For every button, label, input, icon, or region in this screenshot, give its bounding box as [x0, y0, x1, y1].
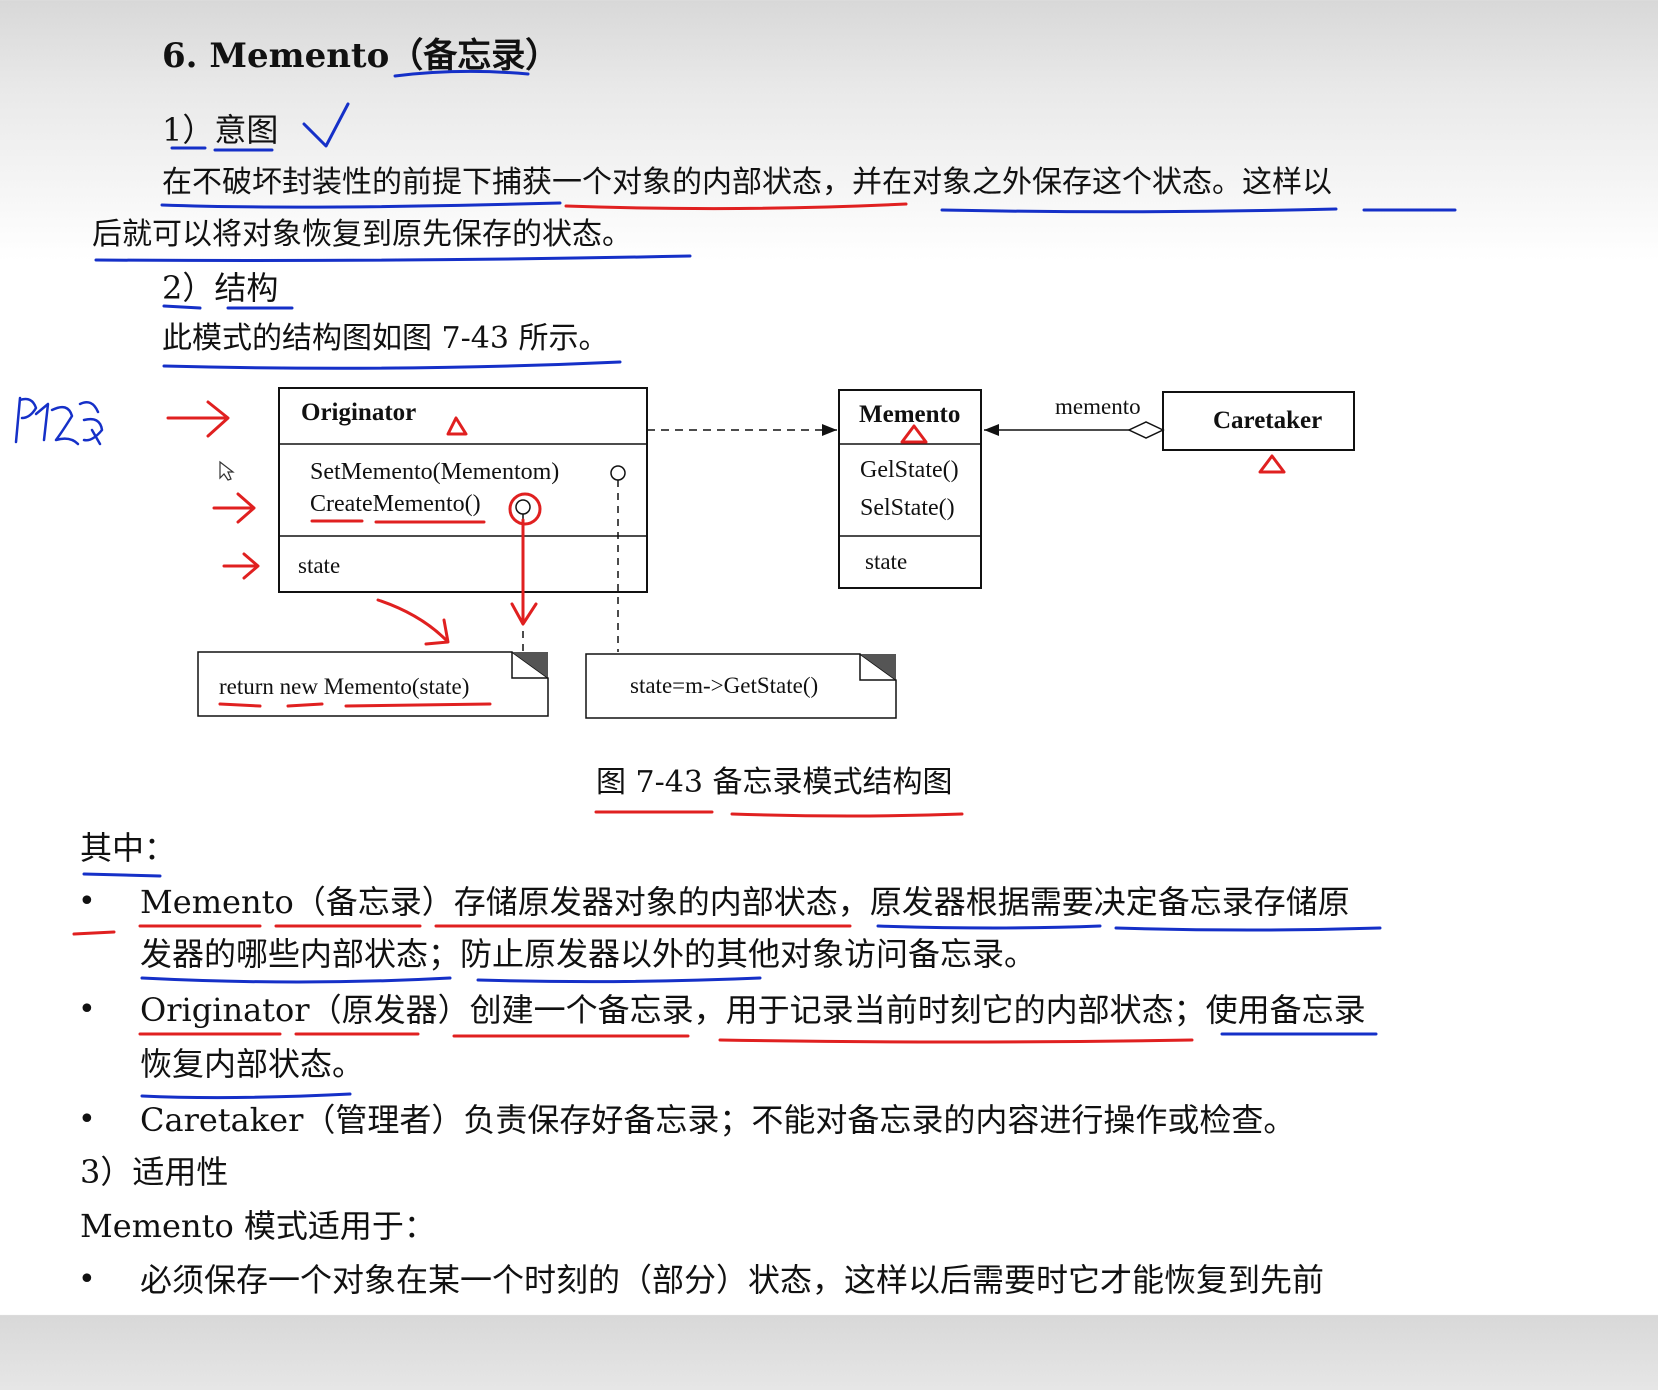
originator-op-setmemento: SetMemento(Mementom)	[310, 459, 559, 485]
originator-op-creatememento: CreateMemento()	[310, 491, 481, 517]
applicability-label: 3）适用性	[80, 1153, 229, 1191]
participant-memento-line2: 发器的哪些内部状态；防止原发器以外的其他对象访问备忘录。	[140, 935, 1037, 973]
originator-name: Originator	[301, 399, 416, 426]
note-return-text: return new Memento(state)	[219, 674, 469, 699]
bullet: •	[78, 1262, 96, 1297]
memento-class: Memento GelState() SelState() state	[838, 389, 982, 589]
structure-intro: 此模式的结构图如图 7-43 所示。	[162, 321, 609, 356]
participant-caretaker-line1: Caretaker（管理者）负责保存好备忘录；不能对备忘录的内容进行操作或检查。	[140, 1101, 1296, 1139]
note-set-state: state=m->GetState()	[585, 653, 897, 719]
note-set-state-text: state=m->GetState()	[630, 673, 818, 698]
section-heading: 6. Memento（备忘录）	[162, 36, 560, 76]
memento-structure-diagram: Originator SetMemento(Mementom) CreateMe…	[197, 387, 1355, 719]
structure-label: 2）结构	[162, 269, 279, 307]
bullet: •	[78, 1102, 96, 1137]
intent-text-line1: 在不破坏封装性的前提下捕获一个对象的内部状态，并在对象之外保存这个状态。这样以	[162, 165, 1332, 200]
association-label: memento	[1055, 394, 1141, 419]
applicability-item-1: 必须保存一个对象在某一个时刻的（部分）状态，这样以后需要时它才能恢复到先前	[140, 1261, 1325, 1299]
participant-memento-line1: Memento（备忘录）存储原发器对象的内部状态，原发器根据需要决定备忘录存储原	[140, 883, 1350, 921]
memento-op-setstate: SelState()	[860, 495, 955, 521]
intent-text-line2: 后就可以将对象恢复到原先保存的状态。	[92, 217, 632, 252]
bullet: •	[78, 884, 96, 919]
intent-label: 1）意图	[162, 111, 279, 149]
originator-class: Originator SetMemento(Mementom) CreateMe…	[278, 387, 648, 593]
caretaker-name: Caretaker	[1213, 407, 1322, 434]
memento-name: Memento	[859, 401, 960, 428]
memento-op-getstate: GelState()	[860, 457, 959, 483]
aggregation-diamond	[1127, 421, 1165, 439]
participants-label: 其中：	[80, 829, 177, 867]
note-return-memento: return new Memento(state)	[197, 651, 549, 717]
participant-originator-line1: Originator（原发器）创建一个备忘录，用于记录当前时刻它的内部状态；使用…	[140, 991, 1366, 1029]
caretaker-class: Caretaker	[1162, 391, 1355, 451]
bullet: •	[78, 992, 96, 1027]
figure-caption: 图 7-43 备忘录模式结构图	[596, 765, 953, 800]
participant-originator-line2: 恢复内部状态。	[140, 1045, 365, 1083]
applicability-intro: Memento 模式适用于：	[80, 1207, 436, 1245]
memento-attr-state: state	[865, 549, 907, 574]
originator-attr-state: state	[298, 553, 340, 578]
